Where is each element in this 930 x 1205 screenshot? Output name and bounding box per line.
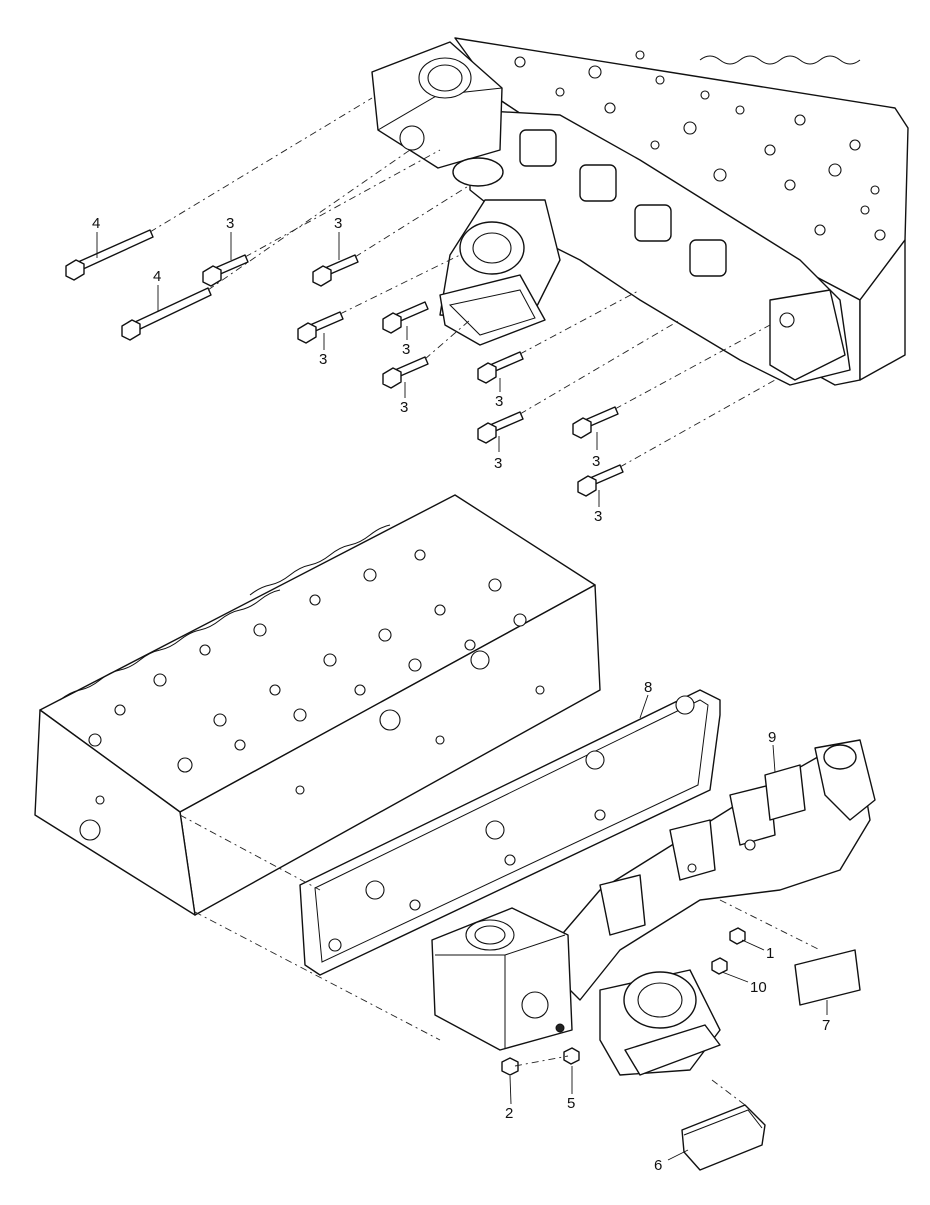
callout-3: 3: [319, 351, 327, 368]
callout-3: 3: [594, 508, 602, 525]
callout-7: 7: [822, 1017, 830, 1034]
callout-9: 9: [768, 729, 776, 746]
callout-3: 3: [495, 393, 503, 410]
callout-8: 8: [644, 679, 652, 696]
callout-2: 2: [505, 1105, 513, 1122]
callout-1: 1: [766, 945, 774, 962]
callout-5: 5: [567, 1095, 575, 1112]
cap-6: [681, 1104, 766, 1171]
callout-labels: 4 3 3 4 3 3 3 3 3 3 3 8 9 1 10 7 2 5 6: [92, 215, 830, 1174]
nut-5: [563, 1047, 580, 1065]
callout-4: 4: [92, 215, 100, 232]
lower-cylinder-head: [34, 494, 601, 916]
upper-bolts: [65, 97, 776, 497]
bolt-short: [382, 356, 429, 389]
callout-3: 3: [592, 453, 600, 470]
nut-10: [711, 957, 728, 975]
callout-3: 3: [402, 341, 410, 358]
callout-3: 3: [400, 399, 408, 416]
lower-intake-manifold: [431, 739, 876, 1076]
bolt-short: [477, 351, 524, 384]
callout-10: 10: [750, 979, 767, 996]
callout-3: 3: [226, 215, 234, 232]
callout-3: 3: [334, 215, 342, 232]
nut-2: [501, 1057, 519, 1076]
bolt-long: [65, 229, 154, 281]
upper-head-holes: [514, 50, 886, 241]
bolt-short: [382, 301, 429, 334]
leader-lines: [96, 232, 828, 1161]
bolt-short: [477, 411, 524, 444]
lower-manifold-gasket: [299, 689, 721, 976]
bolt-long: [121, 287, 212, 341]
upper-intake-manifold: [371, 41, 851, 386]
lower-head-holes: [79, 549, 545, 841]
nut-1: [729, 927, 746, 945]
bolt-short: [202, 254, 249, 287]
callout-4: 4: [153, 268, 161, 285]
cover-gasket-7: [794, 949, 861, 1006]
bolt-short: [572, 406, 619, 439]
callout-3: 3: [494, 455, 502, 472]
bolt-short: [577, 464, 624, 497]
bolt-short: [297, 311, 344, 344]
callout-6: 6: [654, 1157, 662, 1174]
bolt-short: [312, 254, 359, 287]
